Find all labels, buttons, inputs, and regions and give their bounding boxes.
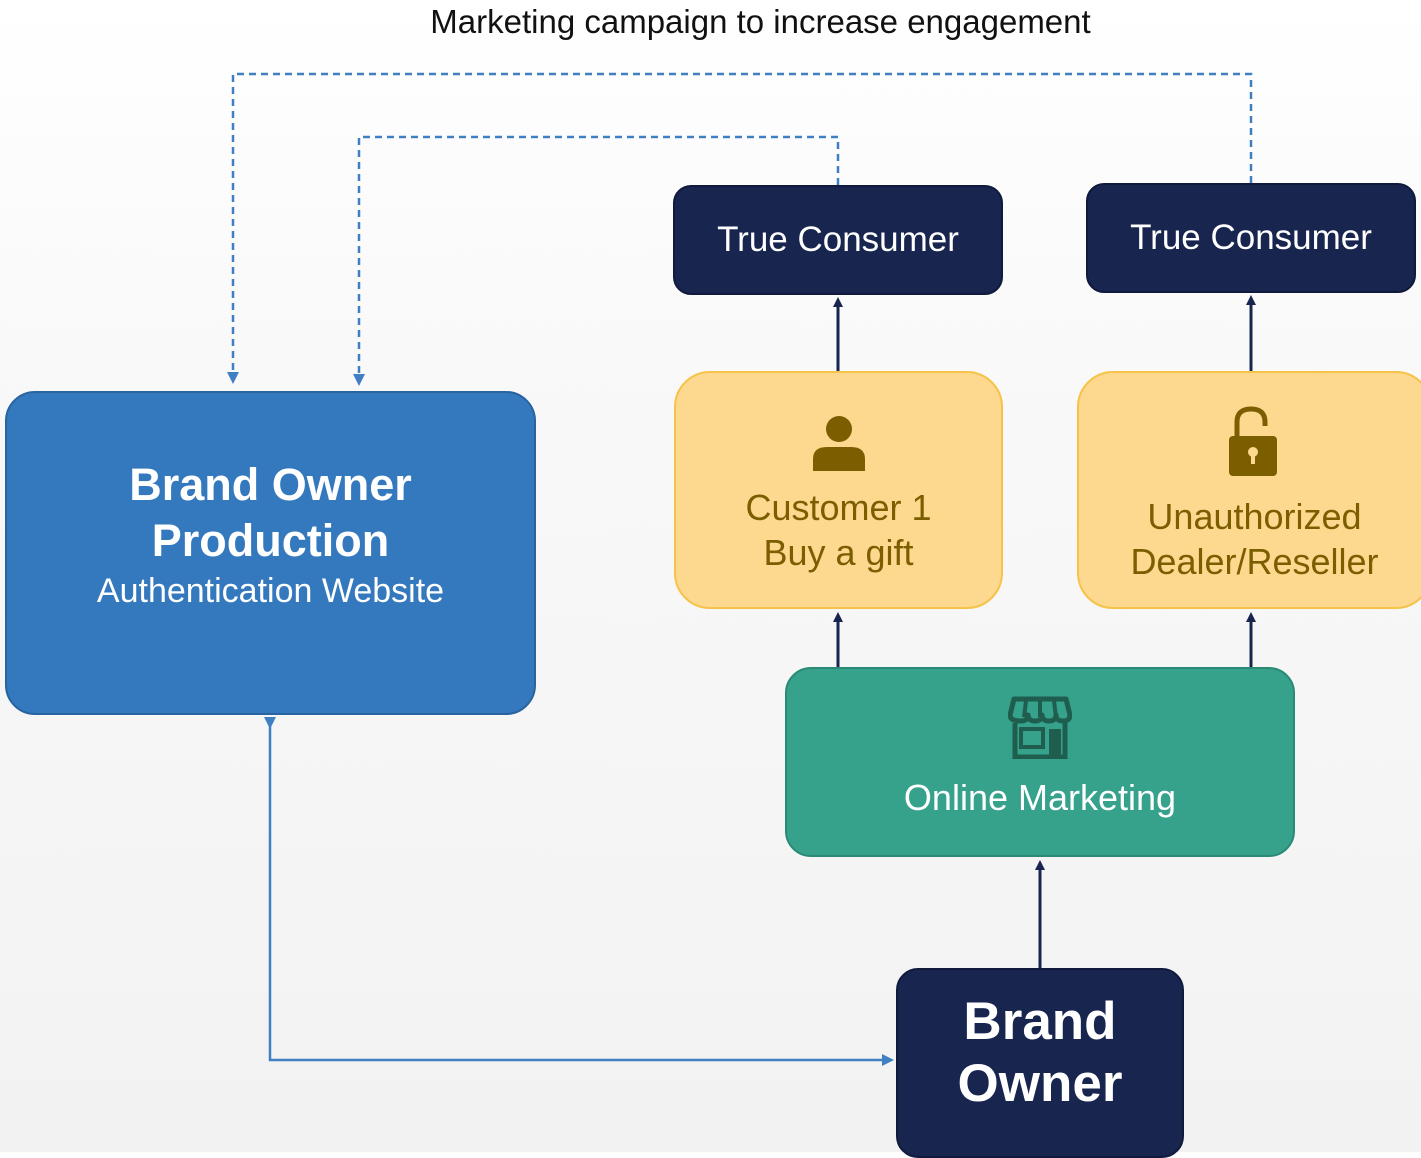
customer-1-line1: Customer 1 <box>745 487 932 528</box>
diagram-title: Marketing campaign to increase engagemen… <box>430 3 1091 40</box>
dealer-line1: Unauthorized <box>1147 496 1362 537</box>
person-icon <box>812 416 865 471</box>
production-subtitle: Authentication Website <box>96 572 445 610</box>
customer-1-line2: Buy a gift <box>763 532 914 573</box>
dealer-line2: Dealer/Reseller <box>1130 541 1379 582</box>
storefront-icon <box>1008 696 1072 759</box>
true-consumer-label-left: True Consumer <box>717 220 959 259</box>
online-marketing-label: Online Marketing <box>903 777 1177 818</box>
brand-owner-production-box: Brand Owner Production Authentication We… <box>5 391 536 715</box>
brand-owner-line1: Brand <box>963 992 1117 1051</box>
brand-owner-line2: Owner <box>957 1054 1123 1113</box>
true-consumer-box-left: True Consumer <box>673 185 1003 295</box>
unlocked-padlock-icon <box>1228 406 1277 476</box>
connector-production-owner <box>264 717 894 1066</box>
dashed-loop-inner <box>353 135 840 386</box>
true-consumer-box-right: True Consumer <box>1086 183 1416 293</box>
production-title-line1: Brand Owner <box>129 459 412 510</box>
production-title-line2: Production <box>151 515 390 566</box>
online-marketing-box: Online Marketing <box>785 667 1295 857</box>
brand-owner-box: Brand Owner <box>896 968 1184 1158</box>
customer-1-box: Customer 1 Buy a gift <box>674 371 1003 609</box>
unauthorized-dealer-box: Unauthorized Dealer/Reseller <box>1077 371 1421 609</box>
true-consumer-label-right: True Consumer <box>1130 218 1372 257</box>
dashed-loop-outer <box>227 72 1253 384</box>
